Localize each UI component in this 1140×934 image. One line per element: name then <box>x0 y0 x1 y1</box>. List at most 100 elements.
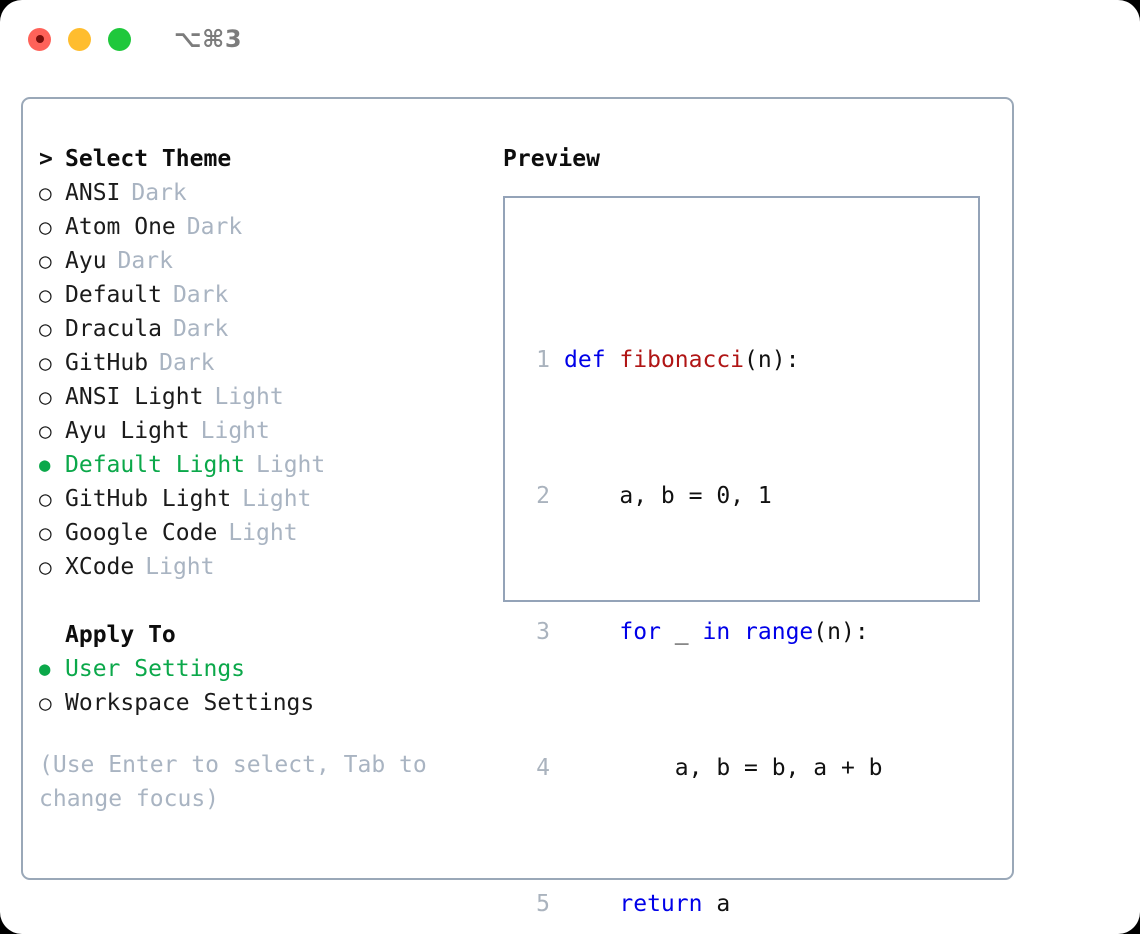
code-line: 4 a, b = b, a + b <box>522 751 910 785</box>
theme-option-label: Default Light <box>65 452 246 478</box>
page-title: Select Theme <box>65 146 232 172</box>
code-token-function: fibonacci <box>619 347 745 373</box>
code-line: 2 a, b = 0, 1 <box>522 479 910 513</box>
theme-option-label: GitHub <box>65 350 149 376</box>
line-number: 1 <box>536 347 550 373</box>
theme-option-dracula[interactable]: ○ Dracula Dark <box>39 312 479 346</box>
theme-option-tag: Light <box>200 418 270 444</box>
radio-unselected-icon[interactable]: ○ <box>39 181 52 205</box>
theme-option-xcode[interactable]: ○ XCode Light <box>39 550 479 584</box>
theme-option-tag: Light <box>228 520 298 546</box>
radio-unselected-icon[interactable]: ○ <box>39 419 52 443</box>
code-token-keyword: in <box>702 619 731 645</box>
theme-option-label: Ayu <box>65 248 107 274</box>
theme-option-ayu[interactable]: ○ Ayu Dark <box>39 244 479 278</box>
radio-unselected-icon[interactable]: ○ <box>39 249 52 273</box>
theme-option-label: Default <box>65 282 162 308</box>
line-number: 3 <box>536 619 550 645</box>
code-token-keyword: return <box>619 891 703 917</box>
apply-to-header: ○ Apply To <box>39 618 479 652</box>
theme-option-default-light[interactable]: ● Default Light Light <box>39 448 479 482</box>
theme-option-tag: Light <box>145 554 215 580</box>
theme-option-github[interactable]: ○ GitHub Dark <box>39 346 479 380</box>
theme-option-tag: Light <box>214 384 284 410</box>
minimize-window-button[interactable] <box>68 27 91 51</box>
code-line: 5 return a <box>522 887 910 921</box>
radio-unselected-icon[interactable]: ○ <box>39 283 52 307</box>
radio-unselected-icon[interactable]: ○ <box>39 385 52 409</box>
theme-picker-header: > Select Theme <box>39 142 479 176</box>
radio-selected-icon[interactable]: ● <box>39 658 51 680</box>
zoom-window-button[interactable] <box>108 27 131 51</box>
theme-option-tag: Dark <box>117 248 173 274</box>
keyboard-hint-text: (Use Enter to select, Tab to change focu… <box>39 752 427 812</box>
section-spacer <box>39 584 479 618</box>
theme-option-label: Atom One <box>65 214 176 240</box>
code-token-plain <box>730 619 744 645</box>
apply-to-title: Apply To <box>65 622 176 648</box>
theme-option-label: ANSI Light <box>65 384 204 410</box>
preview-title: Preview <box>503 146 600 172</box>
theme-option-tag: Light <box>256 452 326 478</box>
radio-unselected-icon[interactable]: ○ <box>39 521 52 545</box>
caret-icon: > <box>39 146 53 172</box>
theme-option-label: ANSI <box>65 180 121 206</box>
theme-option-tag: Light <box>242 486 312 512</box>
theme-option-ayu-light[interactable]: ○ Ayu Light Light <box>39 414 479 448</box>
radio-unselected-icon[interactable]: ○ <box>39 555 52 579</box>
code-token-plain <box>564 891 619 917</box>
code-token-plain: a, b = b, a + b <box>564 755 883 781</box>
radio-unselected-icon[interactable]: ○ <box>39 487 52 511</box>
radio-unselected-icon[interactable]: ○ <box>39 317 52 341</box>
theme-option-label: Dracula <box>65 316 162 342</box>
theme-option-default[interactable]: ○ Default Dark <box>39 278 479 312</box>
apply-to-option-label: Workspace Settings <box>65 690 315 716</box>
traffic-lights <box>28 27 131 51</box>
theme-option-github-light[interactable]: ○ GitHub Light Light <box>39 482 479 516</box>
close-window-button[interactable] <box>28 27 51 51</box>
radio-unselected-icon[interactable]: ○ <box>39 351 52 375</box>
code-token-plain: (n): <box>813 619 869 645</box>
theme-option-atom-one[interactable]: ○ Atom One Dark <box>39 210 479 244</box>
code-token-keyword: range <box>744 619 814 645</box>
theme-picker: > Select Theme ○ ANSI Dark ○ Atom One Da… <box>39 142 479 816</box>
spacer-icon: ○ <box>39 618 65 652</box>
apply-to-workspace-settings[interactable]: ○ Workspace Settings <box>39 686 479 720</box>
theme-option-label: XCode <box>65 554 135 580</box>
code-token-keyword: def <box>564 347 606 373</box>
theme-option-label: Ayu Light <box>65 418 190 444</box>
apply-to-option-label: User Settings <box>65 656 246 682</box>
main-panel: > Select Theme ○ ANSI Dark ○ Atom One Da… <box>21 97 1014 917</box>
theme-option-tag: Dark <box>172 282 229 308</box>
code-token-plain: (n): <box>744 347 800 373</box>
theme-option-tag: Dark <box>186 214 243 240</box>
code-line: 3 for _ in range(n): <box>522 615 910 649</box>
line-number: 2 <box>536 483 550 509</box>
code-token-plain: a, b = 0, 1 <box>564 483 772 509</box>
radio-unselected-icon[interactable]: ○ <box>39 691 52 715</box>
code-token-plain: a <box>702 891 731 917</box>
keyboard-shortcut-label: ⌥⌘3 <box>174 25 243 53</box>
code-token-plain <box>564 619 619 645</box>
line-number: 5 <box>536 891 550 917</box>
line-number: 4 <box>536 755 550 781</box>
radio-selected-icon[interactable]: ● <box>39 454 51 476</box>
theme-option-tag: Dark <box>159 350 215 376</box>
apply-to-user-settings[interactable]: ● User Settings <box>39 652 479 686</box>
theme-option-ansi-light[interactable]: ○ ANSI Light Light <box>39 380 479 414</box>
theme-option-ansi[interactable]: ○ ANSI Dark <box>39 176 479 210</box>
theme-option-tag: Dark <box>172 316 229 342</box>
theme-option-google-code[interactable]: ○ Google Code Light <box>39 516 479 550</box>
title-bar: ⌥⌘3 <box>0 0 1140 78</box>
theme-option-tag: Dark <box>131 180 187 206</box>
code-token-keyword: for <box>619 619 661 645</box>
code-token-plain: _ <box>660 619 703 645</box>
code-token-plain <box>606 347 620 373</box>
theme-option-label: GitHub Light <box>65 486 232 512</box>
radio-unselected-icon[interactable]: ○ <box>39 215 52 239</box>
code-line: 1 def fibonacci(n): <box>522 343 910 377</box>
